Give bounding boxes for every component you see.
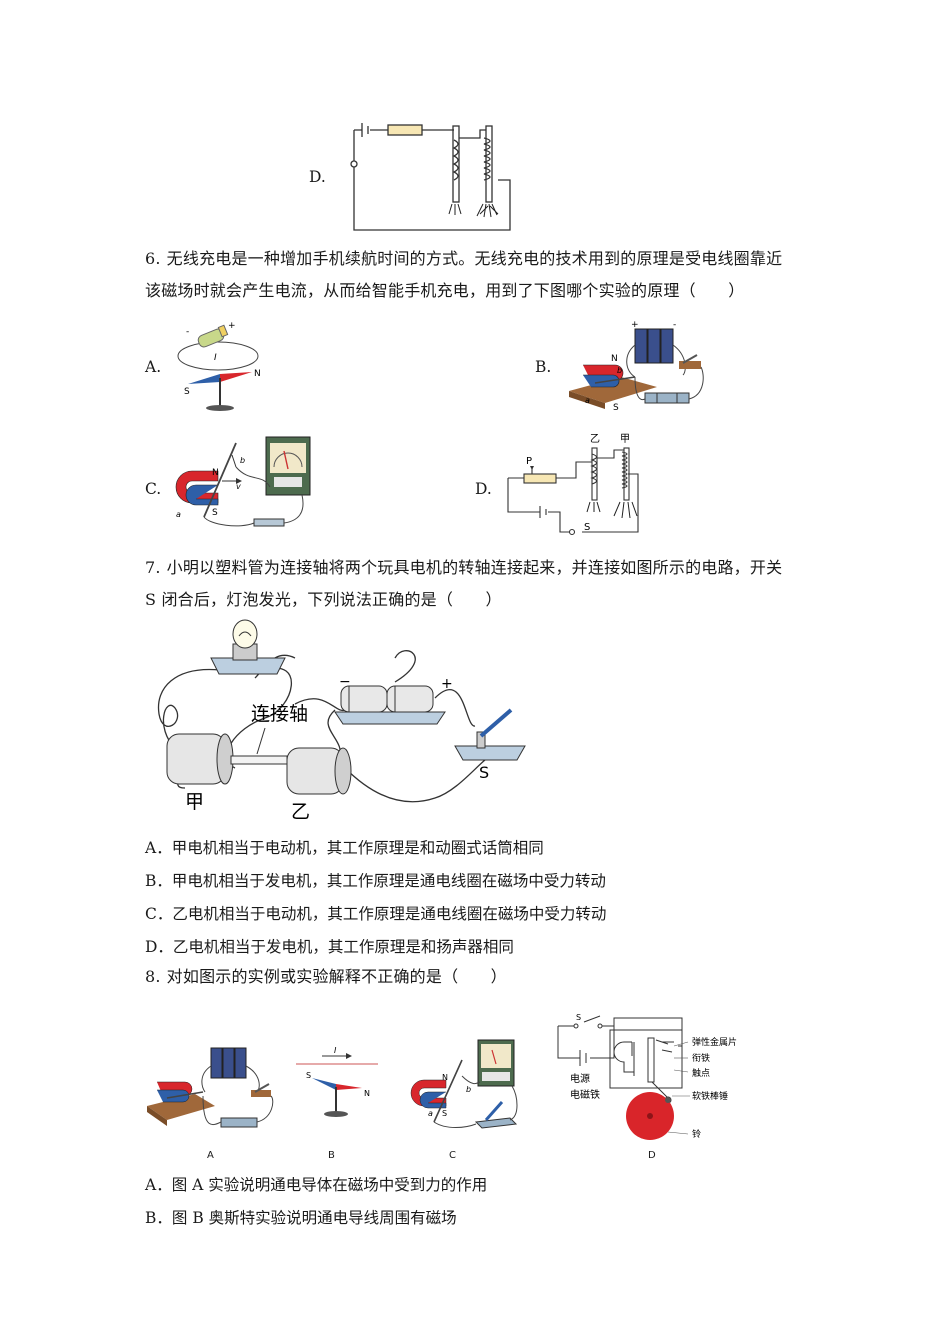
q6-option-d-label: D.	[475, 480, 492, 498]
q6-figa-minus: -	[186, 327, 189, 337]
q6-figd-jia: 甲	[620, 434, 630, 445]
q6-figd-p: P	[526, 456, 532, 467]
q7-option-d: D．乙电机相当于发电机，其工作原理是和扬声器相同	[145, 938, 514, 956]
q8-option-a: A．图 A 实验说明通电导体在磁场中受到力的作用	[145, 1176, 488, 1194]
q6-figa-plus: +	[228, 321, 236, 331]
q6-figc-n: N	[212, 468, 219, 478]
q8-figure-d-electric-bell: S 弹性金属片 衔铁 触点 软铁棒锤 铃 电源 电磁铁	[557, 1013, 737, 1140]
q8-figure-b-oersted: I S N	[296, 1046, 378, 1117]
q6-option-a-label: A.	[145, 358, 162, 376]
q6-figc-v: v	[236, 482, 241, 491]
q8-stem-line1: 对如图示的实例或实验解释不正确的是（ ）	[166, 967, 507, 986]
q8-figure-a-motor-effect	[147, 1047, 274, 1128]
q6-figb-n: N	[611, 354, 618, 364]
q8-stem: 8. 对如图示的实例或实验解释不正确的是（ ）	[145, 961, 815, 993]
q6-figd-yi: 乙	[590, 433, 600, 445]
q7-fig-jia: 甲	[185, 791, 204, 813]
q8-caption-a: A	[207, 1150, 214, 1161]
q7-stem-line2: S 闭合后，灯泡发光，下列说法正确的是（ ）	[145, 590, 502, 609]
q8-figd-label-bell: 铃	[692, 1128, 701, 1140]
q6-figb-minus: -	[673, 320, 676, 330]
q6-stem: 6. 无线充电是一种增加手机续航时间的方式。无线充电的技术用到的原理是受电线圈靠近…	[145, 243, 815, 307]
q8-figc-s: S	[442, 1109, 447, 1118]
q7-fig-yi: 乙	[291, 801, 310, 823]
q7-figure-motors: − + S 连接轴 甲 乙	[157, 619, 526, 823]
q8-figd-label-armature: 衔铁	[692, 1052, 710, 1064]
q8-figc-a: a	[428, 1109, 433, 1118]
q7-fig-minus: −	[339, 674, 351, 690]
q8-figd-label-power: 电源	[570, 1072, 590, 1085]
q7-fig-plus: +	[441, 676, 453, 692]
q8-number: 8.	[145, 967, 161, 986]
q6-figa-s: S	[184, 387, 190, 397]
q8-caption-b: B	[328, 1150, 335, 1161]
q6-figure-c-induction: N S b a v	[175, 436, 311, 527]
q7-fig-switch: S	[479, 763, 489, 782]
q6-figb-b: b	[617, 366, 622, 375]
q8-caption-c: C	[449, 1150, 456, 1161]
q8-figd-label-electromagnet: 电磁铁	[570, 1088, 600, 1101]
q7-stem-line1: 小明以塑料管为连接轴将两个玩具电机的转轴连接起来，并连接如图所示的电路，开关	[166, 558, 783, 577]
q6-stem-line2: 该磁场时就会产生电流，从而给智能手机充电，用到了下图哪个实验的原理（ ）	[145, 281, 745, 300]
q7-option-c: C．乙电机相当于电动机，其工作原理是通电线圈在磁场中受力转动	[145, 905, 607, 923]
q6-figa-n: N	[254, 369, 261, 379]
q8-figd-label-hammer: 软铁棒锤	[692, 1090, 728, 1102]
q7-number: 7.	[145, 558, 161, 577]
q6-figure-a-oersted: - + I S N	[177, 321, 261, 411]
q6-option-c-label: C.	[145, 480, 162, 498]
q5-option-d-circuit	[350, 123, 511, 231]
q7-fig-axis-label: 连接轴	[251, 703, 308, 725]
q8-figc-n: N	[442, 1073, 448, 1082]
q8-option-b: B．图 B 奥斯特实验说明通电导线周围有磁场	[145, 1209, 457, 1227]
q6-option-b-label: B.	[535, 358, 552, 376]
q6-figc-a: a	[176, 510, 181, 519]
q8-figb-current: I	[334, 1046, 337, 1055]
q8-figd-switch: S	[576, 1013, 581, 1022]
q6-figb-s: S	[613, 403, 619, 413]
q7-option-b: B．甲电机相当于发电机，其工作原理是通电线圈在磁场中受力转动	[145, 872, 606, 890]
q8-figd-label-contact: 触点	[692, 1067, 710, 1079]
q6-figb-plus: +	[631, 320, 639, 330]
q6-figc-b: b	[240, 456, 245, 465]
q7-option-a: A．甲电机相当于电动机，其工作原理是和动圈式话筒相同	[145, 839, 544, 857]
q6-figd-s: S	[584, 522, 590, 533]
q6-number: 6.	[145, 249, 161, 268]
q8-figc-b: b	[466, 1085, 471, 1094]
q6-figure-b-motor: N S b a + -	[569, 320, 704, 413]
q6-figa-current: I	[214, 353, 217, 363]
q6-figc-s: S	[212, 508, 218, 518]
q8-figd-label-spring: 弹性金属片	[692, 1036, 737, 1048]
q8-figb-n: N	[364, 1089, 370, 1098]
q8-figb-s: S	[306, 1071, 311, 1080]
q6-figb-a: a	[585, 396, 590, 405]
q7-stem: 7. 小明以塑料管为连接轴将两个玩具电机的转轴连接起来，并连接如图所示的电路，开关…	[145, 552, 815, 616]
q6-stem-line1: 无线充电是一种增加手机续航时间的方式。无线充电的技术用到的原理是受电线圈靠近	[166, 249, 783, 268]
q8-caption-d: D	[648, 1150, 656, 1161]
q5-option-d-label: D.	[309, 168, 326, 186]
q8-figure-c-induction: N S a b	[410, 1039, 518, 1129]
q6-figure-d-electromagnet: 乙 甲 P S	[507, 433, 639, 536]
